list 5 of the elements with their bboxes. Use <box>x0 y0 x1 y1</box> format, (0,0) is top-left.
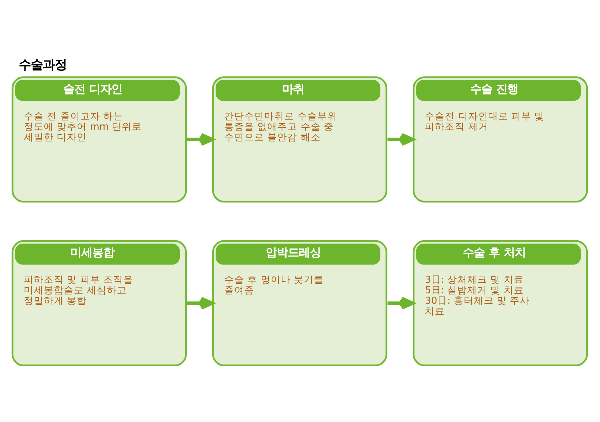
arrow <box>388 132 414 146</box>
diagram-title: 수술과정 <box>18 57 67 72</box>
arrow <box>187 296 214 310</box>
arrow <box>187 132 214 146</box>
arrow <box>388 296 414 310</box>
